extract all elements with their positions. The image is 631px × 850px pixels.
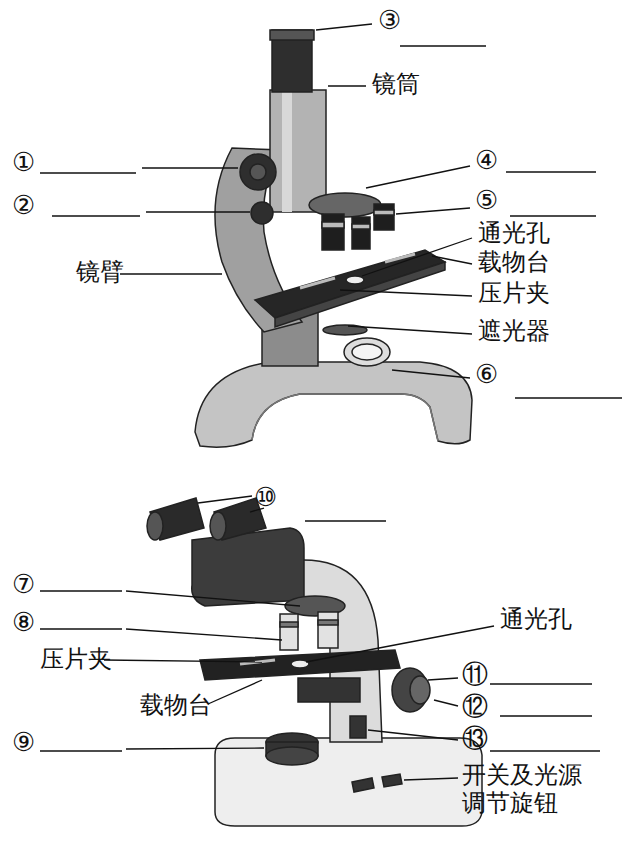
upper-microscope — [195, 30, 472, 447]
leader-lines — [40, 24, 622, 780]
callout-number: ① — [12, 148, 35, 178]
callout-number: ④ — [475, 146, 498, 176]
part-label: 通光孔 — [500, 606, 572, 634]
callout-number: ⑩ — [254, 483, 277, 513]
callout-number: ② — [12, 191, 35, 221]
callout-number: ⑦ — [12, 570, 35, 600]
part-label: 通光孔 — [478, 220, 550, 248]
part-label: 开关及光源 调节旋钮 — [462, 762, 584, 817]
part-label: 遮光器 — [478, 318, 550, 346]
part-label: 压片夹 — [40, 646, 112, 674]
callout-number: ⑧ — [12, 608, 35, 638]
part-label: 压片夹 — [478, 280, 550, 308]
callout-number: ③ — [378, 6, 401, 36]
part-label: 镜筒 — [372, 71, 420, 99]
callout-number: ⑨ — [12, 728, 35, 758]
callout-number: ⑫ — [462, 692, 488, 722]
part-label: 镜臂 — [76, 259, 124, 287]
callout-number: ⑥ — [475, 360, 498, 390]
part-label: 载物台 — [140, 692, 212, 720]
part-label: 载物台 — [478, 249, 550, 277]
callout-number: ⑬ — [462, 724, 488, 754]
lower-microscope — [147, 498, 482, 826]
callout-number: ⑤ — [475, 186, 498, 216]
callout-number: ⑪ — [462, 660, 488, 690]
